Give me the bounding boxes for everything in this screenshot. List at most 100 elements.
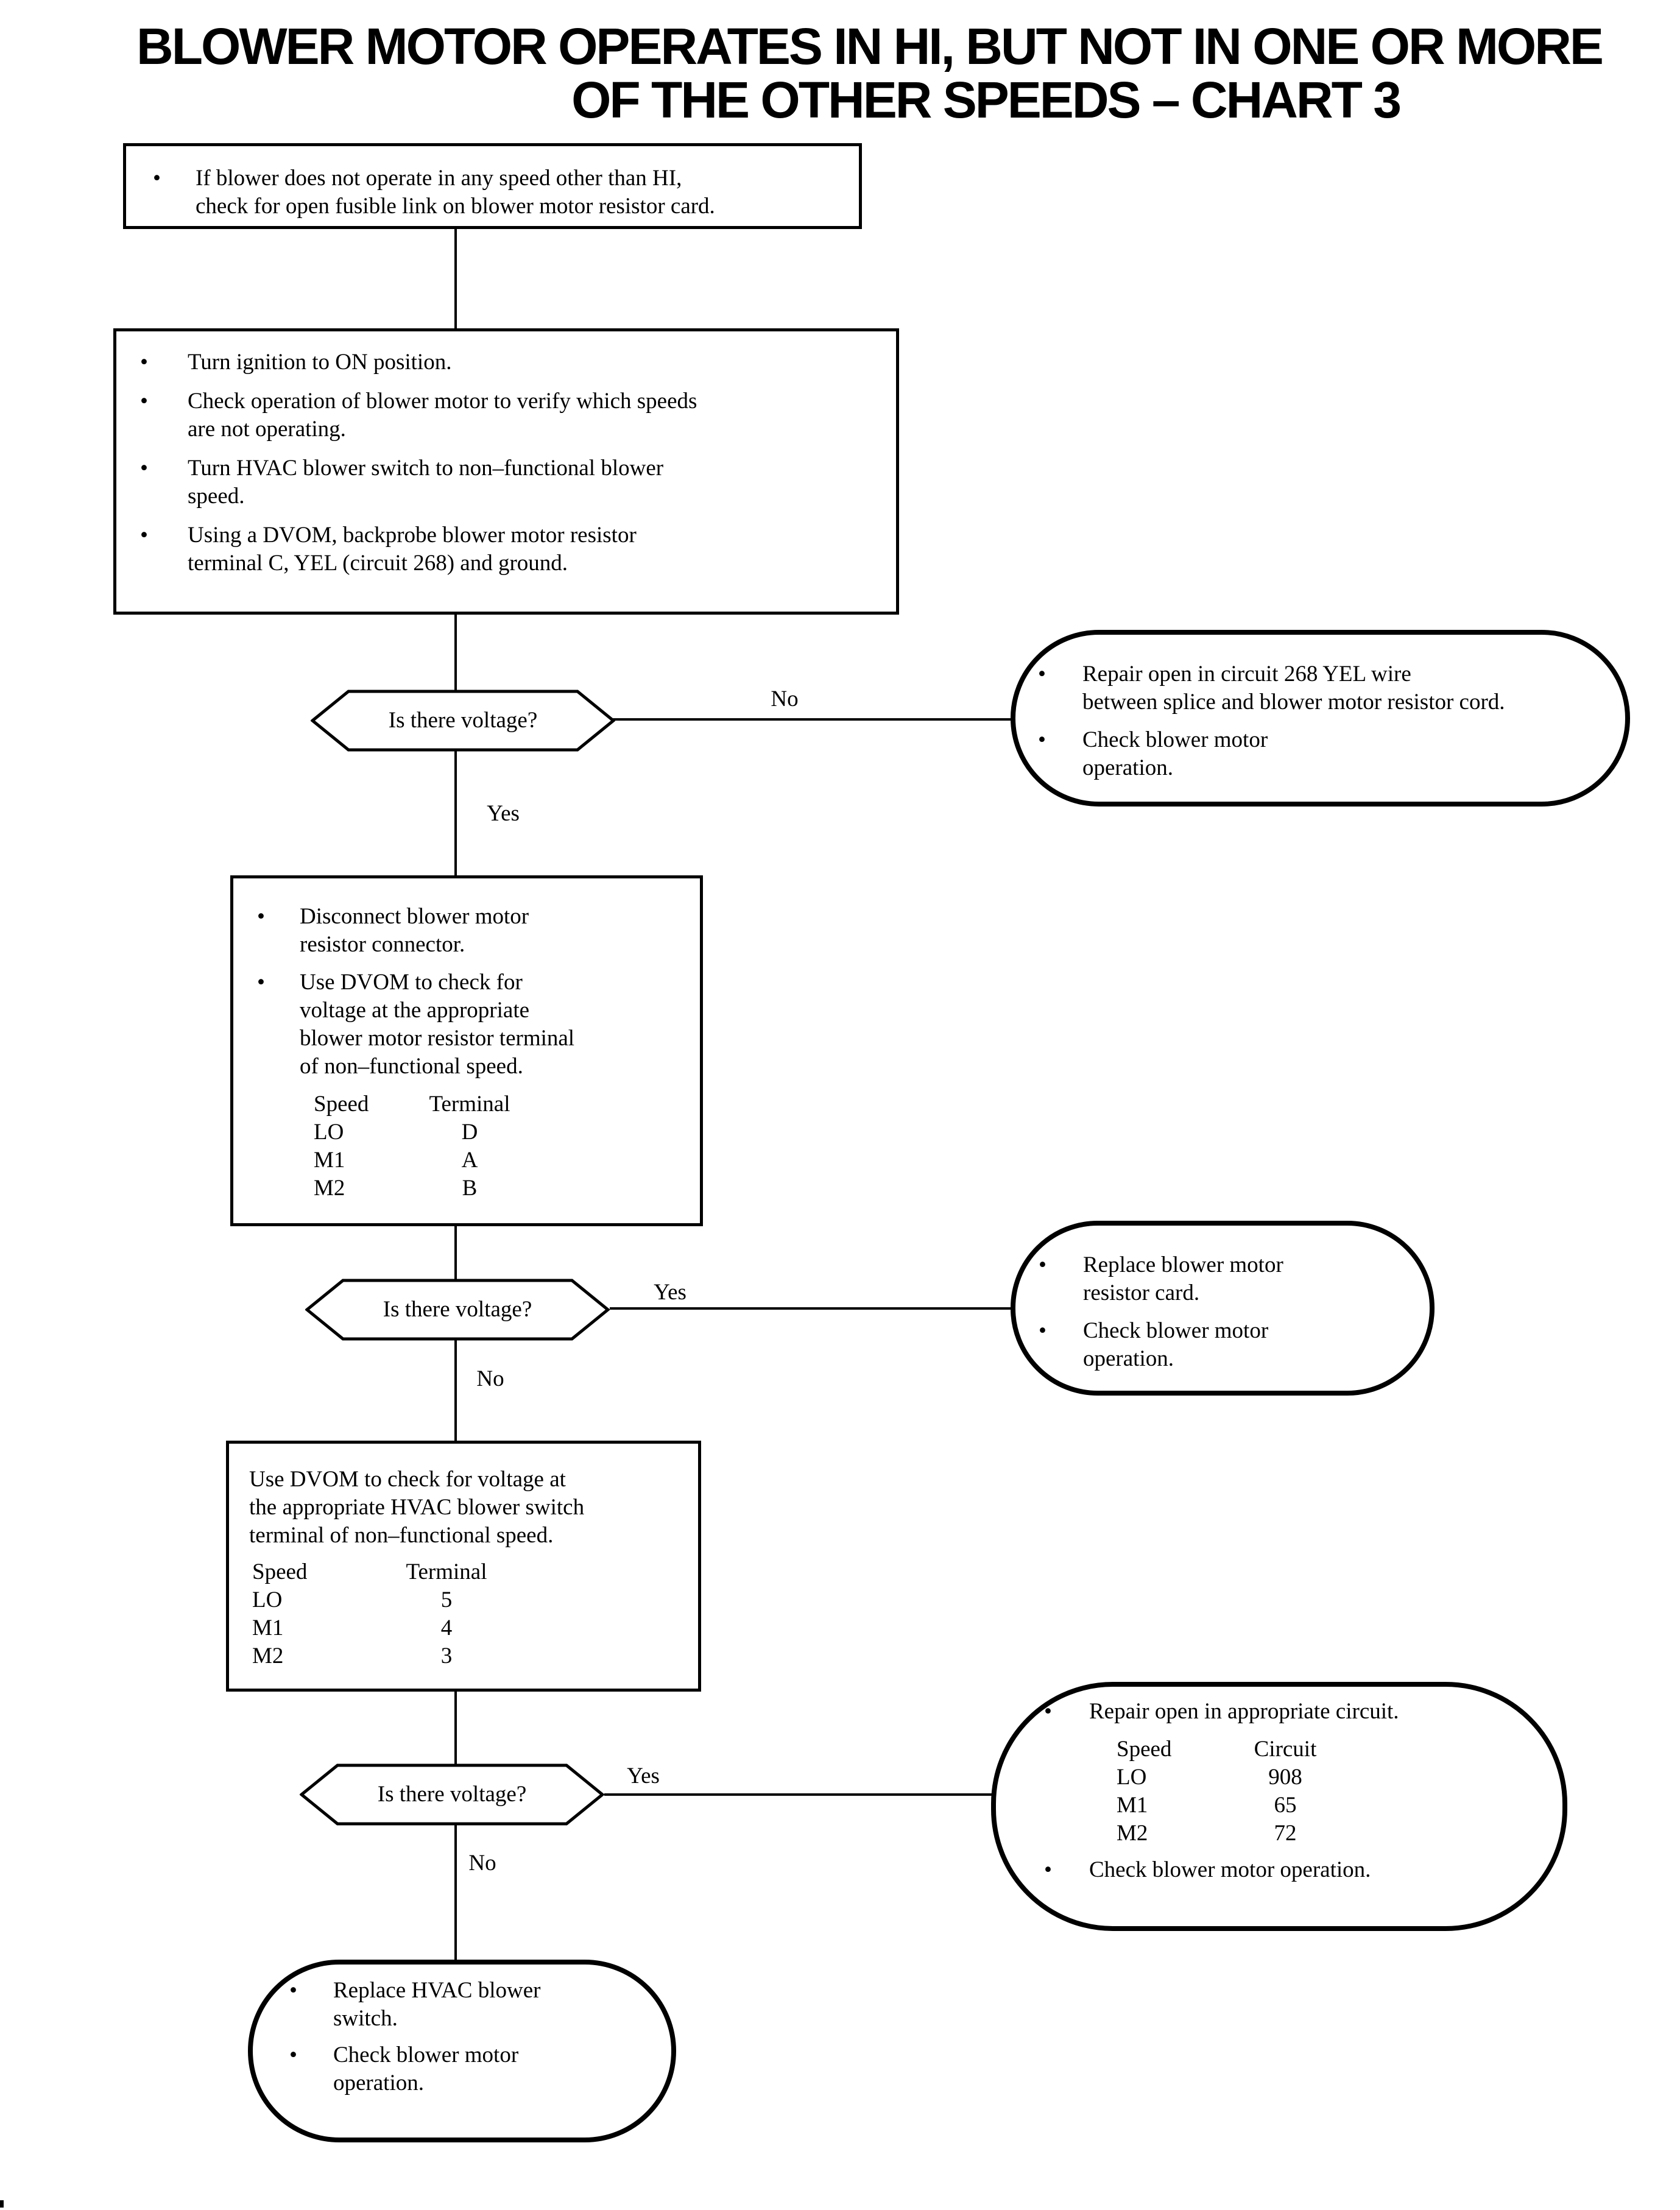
node-start-box: • If blower does not operate in any spee…: [123, 143, 862, 229]
list-item: • Repair open in circuit 268 YEL wire be…: [1038, 660, 1625, 716]
col-header-terminal: Terminal: [429, 1092, 510, 1117]
node-resistor-check-box: • Disconnect blower motor resistor conne…: [230, 875, 703, 1226]
bullet-icon: •: [289, 2042, 297, 2067]
list-item: • Turn HVAC blower switch to non–functio…: [140, 454, 896, 510]
bullet-icon: •: [289, 1978, 297, 2003]
speed-terminal-table: Speed Terminal LO 5 M1 4 M2 3: [252, 1558, 698, 1670]
node-replace-hvac-switch: • Replace HVAC blower switch. • Check bl…: [248, 1960, 676, 2142]
col-header-speed: Speed: [314, 1092, 369, 1117]
bullet-icon: •: [1039, 1318, 1046, 1343]
table-row: M1 4: [252, 1614, 698, 1642]
cell-speed: M2: [314, 1176, 345, 1201]
label-decision1-yes: Yes: [487, 801, 520, 826]
decision-3-voltage: Is there voltage?: [300, 1763, 604, 1826]
col-header-speed: Speed: [252, 1559, 308, 1584]
table-row: M2 3: [252, 1642, 698, 1670]
decision-2-question: Is there voltage?: [383, 1297, 532, 1322]
cell-speed: LO: [314, 1120, 344, 1145]
hexagon-shape: [311, 690, 615, 752]
table-header-row: Speed Circuit: [1117, 1735, 1562, 1763]
repair-open-item-1: Repair open in appropriate circuit.: [1089, 1699, 1399, 1724]
steps-item-3: Turn HVAC blower switch to non–functiona…: [188, 456, 664, 509]
bullet-icon: •: [257, 970, 265, 995]
cell-speed: M2: [1117, 1821, 1148, 1846]
replace-switch-item-1: Replace HVAC blower switch.: [333, 1978, 541, 2031]
table-row: LO D: [314, 1118, 700, 1146]
list-item: • Using a DVOM, backprobe blower motor r…: [140, 521, 896, 577]
steps-item-1: Turn ignition to ON position.: [188, 350, 452, 375]
table-row: M1 65: [1117, 1792, 1562, 1820]
list-item: • Turn ignition to ON position.: [140, 348, 896, 376]
list-item: • Check operation of blower motor to ver…: [140, 387, 896, 443]
label-decision2-yes: Yes: [654, 1280, 686, 1305]
bullet-icon: •: [1039, 1252, 1046, 1277]
label-decision2-no: No: [476, 1366, 504, 1391]
steps-item-4: Using a DVOM, backprobe blower motor res…: [188, 523, 637, 576]
node-steps-box: • Turn ignition to ON position. • Check …: [113, 328, 899, 615]
list-item: • Repair open in appropriate circuit.: [1044, 1698, 1562, 1726]
cell-speed: M1: [314, 1148, 345, 1173]
chart-title-line-2: OF THE OTHER SPEEDS – CHART 3: [571, 71, 1402, 129]
cell-terminal: D: [461, 1120, 478, 1145]
list-item: • Check blower motor operation.: [289, 2041, 671, 2097]
list-item: • Check blower motor operation.: [1044, 1856, 1562, 1884]
connector-start-to-steps: [454, 228, 457, 330]
resistor-check-item-2: Use DVOM to check for voltage at the app…: [300, 970, 575, 1079]
bullet-icon: •: [140, 523, 148, 548]
node-switch-check-box: Use DVOM to check for voltage at the app…: [226, 1441, 701, 1692]
list-item: • Use DVOM to check for voltage at the a…: [257, 969, 700, 1081]
connector-decision3-to-replace-switch: [454, 1824, 457, 1961]
decision-3-question: Is there voltage?: [377, 1782, 527, 1807]
repair-open-item-2: Check blower motor operation.: [1089, 1857, 1371, 1882]
bullet-icon: •: [140, 456, 148, 481]
decision-2-voltage: Is there voltage?: [305, 1279, 610, 1341]
col-header-speed: Speed: [1117, 1737, 1172, 1762]
bullet-icon: •: [1044, 1699, 1052, 1724]
bullet-icon: •: [153, 166, 161, 191]
chart-title-line-1: BLOWER MOTOR OPERATES IN HI, BUT NOT IN …: [136, 18, 1604, 75]
connector-resistor-check-to-decision2: [454, 1225, 457, 1280]
table-header-row: Speed Terminal: [314, 1090, 700, 1118]
steps-item-2: Check operation of blower motor to verif…: [188, 389, 697, 442]
cell-terminal: B: [462, 1176, 478, 1201]
replace-resistor-item-2: Check blower motor operation.: [1083, 1318, 1269, 1371]
connector-switch-check-to-decision3: [454, 1690, 457, 1765]
label-decision1-no: No: [771, 687, 799, 711]
bullet-icon: •: [140, 389, 148, 414]
cell-speed: LO: [252, 1587, 283, 1612]
speed-circuit-table: Speed Circuit LO 908 M1 65 M2 72: [1117, 1735, 1562, 1848]
bullet-icon: •: [140, 350, 148, 375]
connector-steps-to-decision1: [454, 613, 457, 691]
col-header-terminal: Terminal: [406, 1559, 487, 1584]
start-box-text: If blower does not operate in any speed …: [196, 166, 715, 219]
decision-1-question: Is there voltage?: [388, 708, 538, 733]
table-row: LO 5: [252, 1586, 698, 1614]
node-repair-yel-wire: • Repair open in circuit 268 YEL wire be…: [1011, 630, 1630, 807]
node-replace-resistor-card: • Replace blower motor resistor card. • …: [1011, 1221, 1435, 1396]
table-row: M2 72: [1117, 1820, 1562, 1848]
cell-circuit: 72: [1274, 1821, 1297, 1846]
hexagon-shape: [300, 1763, 604, 1826]
scan-artifact: [0, 2200, 4, 2208]
list-item: • Check blower motor operation.: [1039, 1317, 1430, 1373]
cell-terminal: A: [461, 1148, 478, 1173]
cell-speed: M1: [1117, 1793, 1148, 1818]
connector-decision2-yes-branch: [610, 1307, 1012, 1310]
list-item: • Replace HVAC blower switch.: [289, 1977, 671, 2033]
bullet-icon: •: [1044, 1857, 1052, 1882]
bullet-icon: •: [1038, 727, 1046, 752]
replace-resistor-item-1: Replace blower motor resistor card.: [1083, 1252, 1283, 1305]
cell-terminal: 4: [440, 1615, 453, 1640]
table-header-row: Speed Terminal: [252, 1558, 698, 1586]
table-row: M1 A: [314, 1146, 700, 1174]
speed-terminal-table: Speed Terminal LO D M1 A M2 B: [314, 1090, 700, 1202]
replace-switch-item-2: Check blower motor operation.: [333, 2042, 519, 2095]
cell-circuit: 65: [1274, 1793, 1297, 1818]
node-repair-open-circuit: • Repair open in appropriate circuit. Sp…: [991, 1682, 1567, 1931]
bullet-icon: •: [1038, 662, 1046, 687]
switch-check-text: Use DVOM to check for voltage at the app…: [249, 1467, 585, 1548]
list-item: • Replace blower motor resistor card.: [1039, 1251, 1430, 1307]
table-row: M2 B: [314, 1174, 700, 1202]
repair-yel-item-2: Check blower motor operation.: [1082, 727, 1268, 780]
